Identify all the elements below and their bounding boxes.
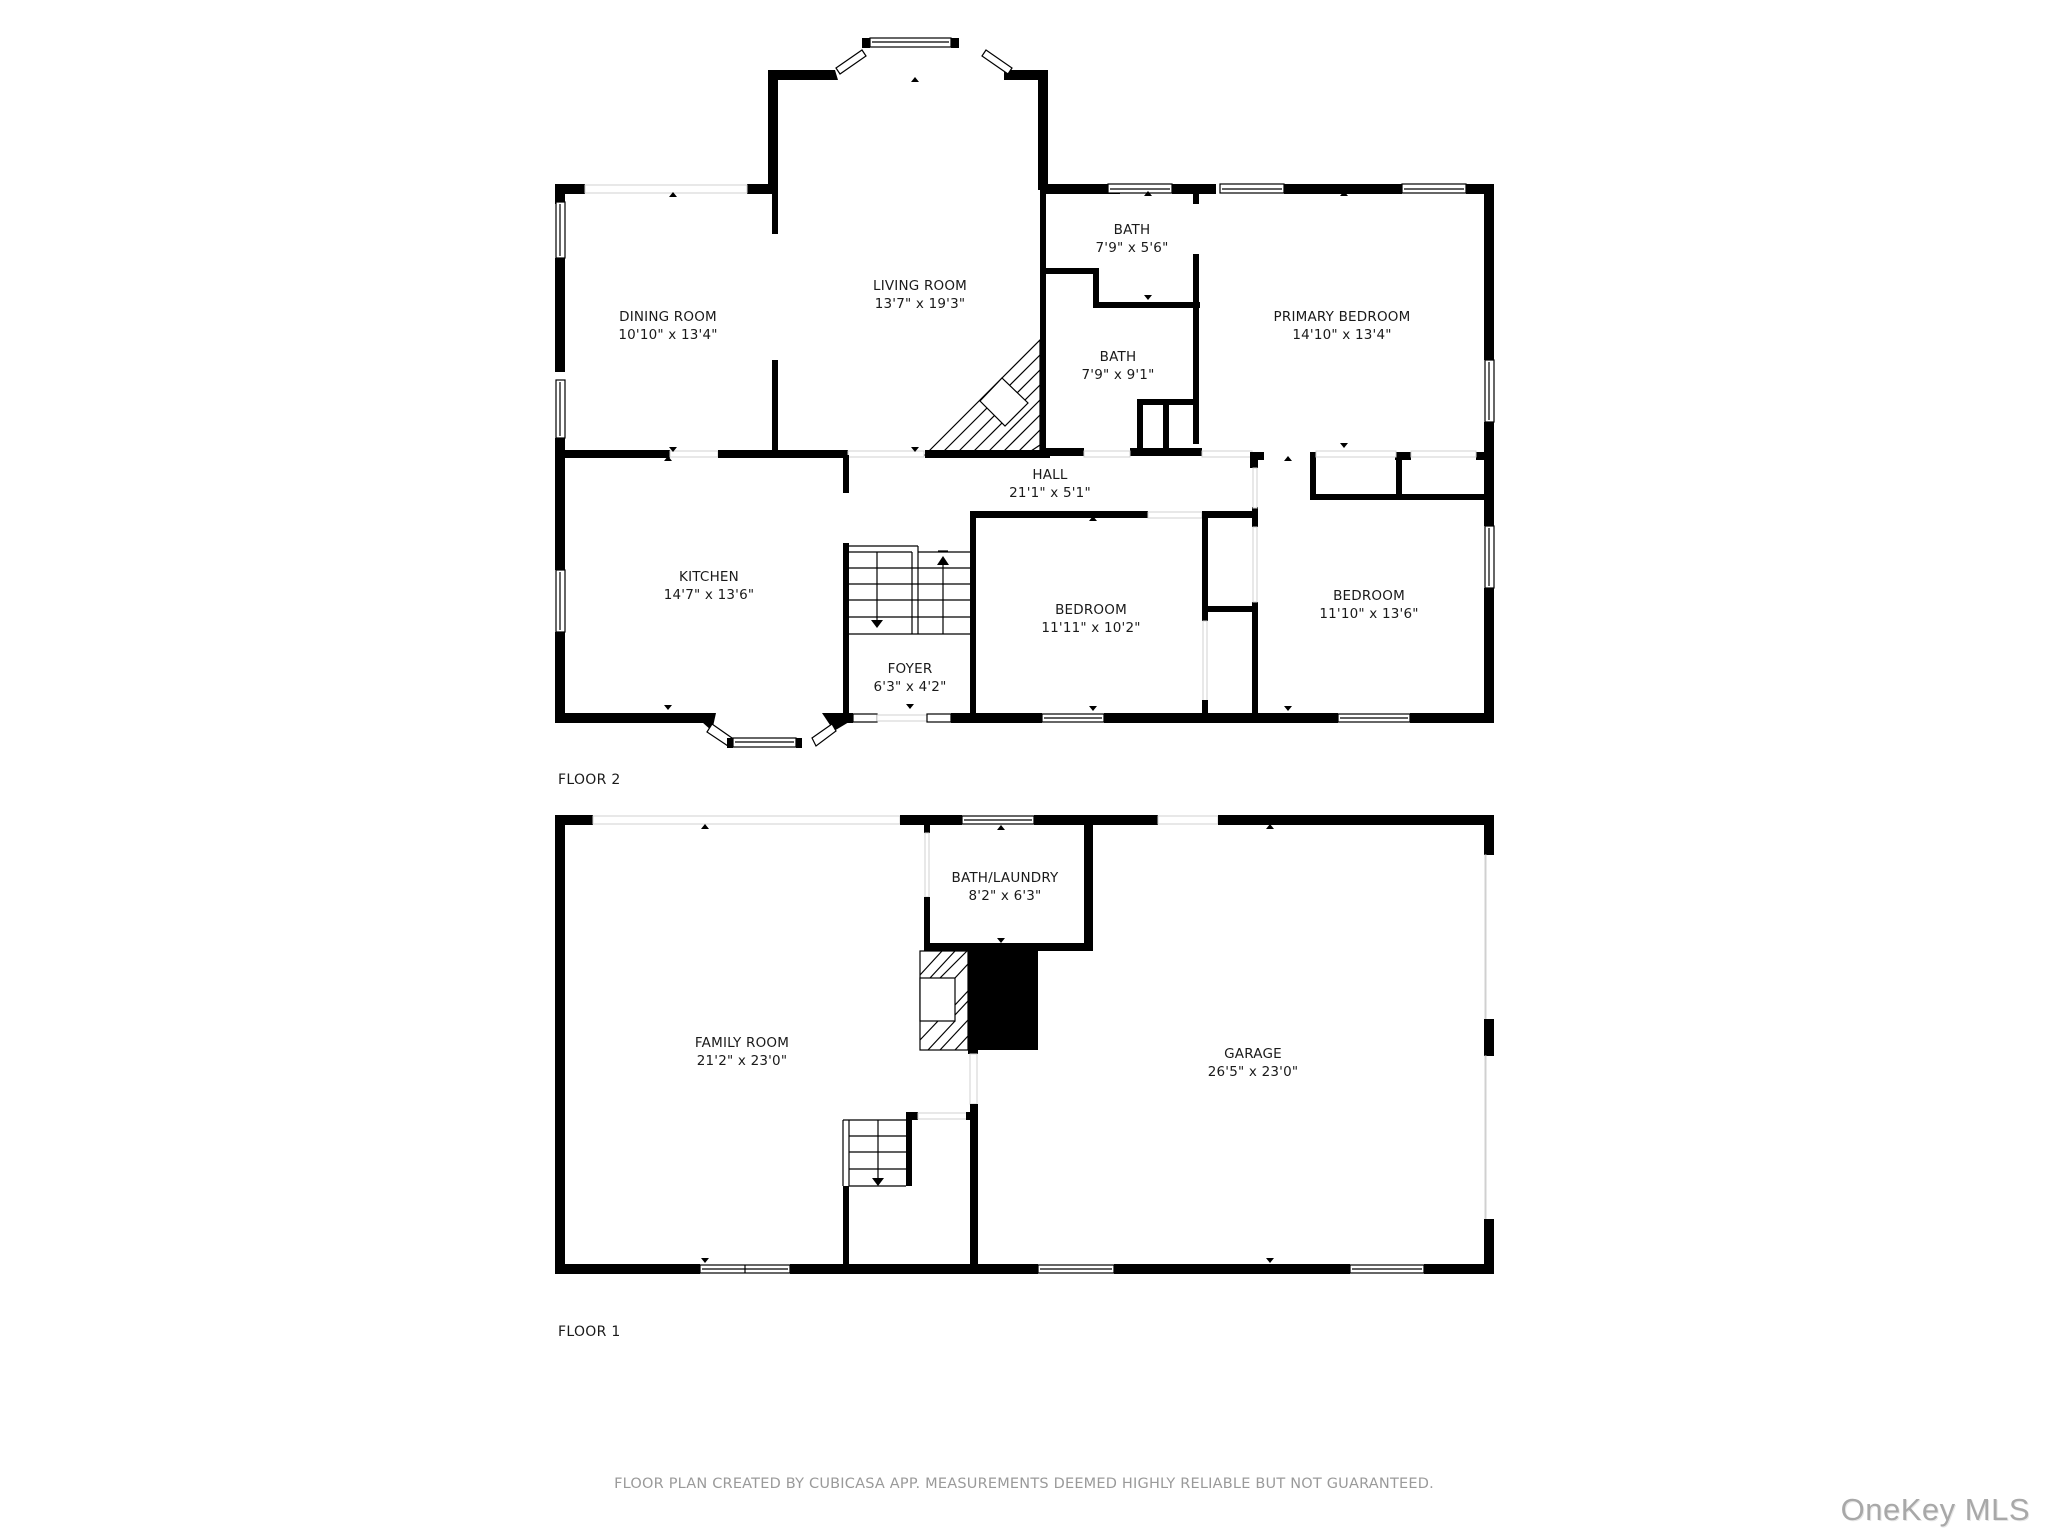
room-dimensions: 14'7" x 13'6" bbox=[663, 587, 755, 603]
room-dimensions: 11'10" x 13'6" bbox=[1319, 606, 1419, 622]
room-dimensions: 8'2" x 6'3" bbox=[968, 888, 1042, 904]
room-label-family-room: FAMILY ROOM 21'2" x 23'0" bbox=[695, 1034, 789, 1070]
room-label-bath-laundry: BATH/LAUNDRY 8'2" x 6'3" bbox=[952, 869, 1059, 905]
room-dimensions: 21'1" x 5'1" bbox=[1009, 485, 1091, 501]
onekey-mls-watermark: OneKey MLS bbox=[1840, 1492, 2030, 1527]
room-dimensions: 7'9" x 5'6" bbox=[1095, 240, 1169, 256]
room-label-foyer: FOYER 6'3" x 4'2" bbox=[874, 660, 947, 696]
floor-2-label: FLOOR 2 bbox=[558, 772, 621, 788]
room-label-kitchen: KITCHEN 14'7" x 13'6" bbox=[664, 568, 755, 604]
room-dimensions: 26'5" x 23'0" bbox=[1207, 1064, 1299, 1080]
room-label-primary-bedroom: PRIMARY BEDROOM 14'10" x 13'4" bbox=[1274, 308, 1411, 344]
room-name: DINING ROOM bbox=[619, 309, 717, 325]
floor-2-walls bbox=[555, 37, 1495, 748]
room-name: HALL bbox=[1032, 467, 1068, 483]
dimension-markers-floor-2 bbox=[664, 77, 1348, 711]
room-dimensions: 7'9" x 9'1" bbox=[1081, 367, 1155, 383]
room-name: BEDROOM bbox=[1055, 602, 1127, 618]
room-label-bedroom-right: BEDROOM 11'10" x 13'6" bbox=[1319, 587, 1418, 623]
room-dimensions: 21'2" x 23'0" bbox=[696, 1053, 788, 1069]
room-name: BEDROOM bbox=[1333, 588, 1405, 604]
room-label-bedroom-middle: BEDROOM 11'11" x 10'2" bbox=[1041, 601, 1140, 637]
room-dimensions: 14'10" x 13'4" bbox=[1292, 327, 1392, 343]
staircase-floor-2 bbox=[849, 545, 970, 635]
room-name: PRIMARY BEDROOM bbox=[1273, 309, 1411, 325]
room-label-hall: HALL 21'1" x 5'1" bbox=[1009, 466, 1091, 502]
disclaimer-text: FLOOR PLAN CREATED BY CUBICASA APP. MEAS… bbox=[614, 1476, 1434, 1492]
room-name: BATH/LAUNDRY bbox=[951, 870, 1059, 886]
floor-1-walls bbox=[555, 815, 1494, 1274]
room-name: BATH bbox=[1113, 222, 1151, 238]
room-name: GARAGE bbox=[1224, 1046, 1282, 1062]
room-name: FOYER bbox=[887, 661, 933, 677]
floor-1-label: FLOOR 1 bbox=[558, 1324, 621, 1340]
staircase-floor-1 bbox=[842, 1112, 976, 1266]
room-label-garage: GARAGE 26'5" x 23'0" bbox=[1208, 1045, 1299, 1081]
room-dimensions: 6'3" x 4'2" bbox=[873, 679, 947, 695]
room-name: LIVING ROOM bbox=[872, 278, 968, 294]
room-name: FAMILY ROOM bbox=[694, 1035, 790, 1051]
room-dimensions: 10'10" x 13'4" bbox=[618, 327, 718, 343]
room-label-living-room: LIVING ROOM 13'7" x 19'3" bbox=[873, 277, 967, 313]
fireplace-hatch bbox=[923, 338, 1041, 456]
room-label-bath-upper: BATH 7'9" x 5'6" bbox=[1096, 221, 1169, 257]
room-label-dining-room: DINING ROOM 10'10" x 13'4" bbox=[618, 308, 717, 344]
room-name: KITCHEN bbox=[679, 569, 739, 585]
dimension-markers-floor-1 bbox=[701, 824, 1274, 1263]
room-dimensions: 13'7" x 19'3" bbox=[874, 296, 966, 312]
fireplace-floor-1 bbox=[919, 950, 1038, 1054]
room-label-bath-lower: BATH 7'9" x 9'1" bbox=[1082, 348, 1155, 384]
room-name: BATH bbox=[1099, 349, 1137, 365]
room-dimensions: 11'11" x 10'2" bbox=[1041, 620, 1141, 636]
